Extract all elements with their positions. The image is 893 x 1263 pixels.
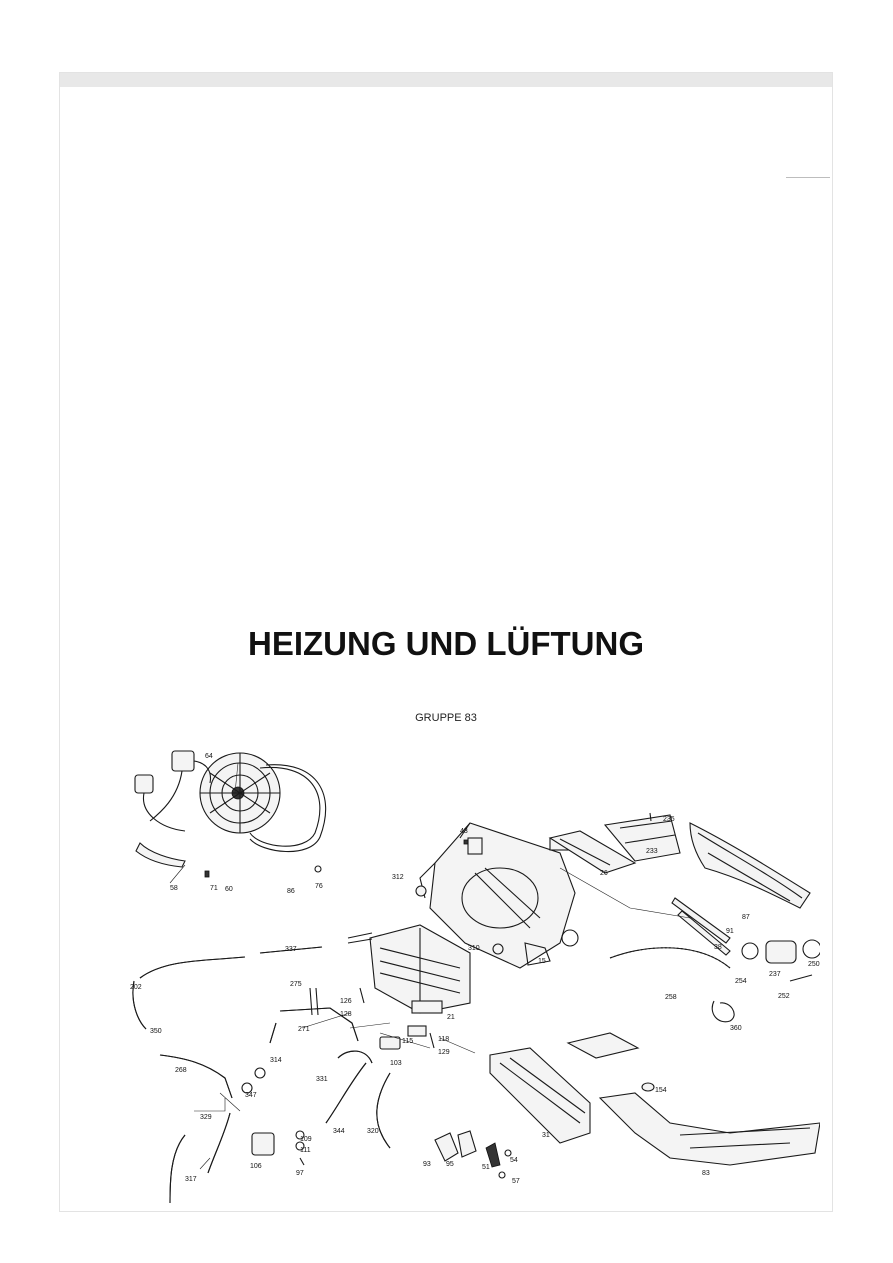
part-label: 64 bbox=[205, 753, 213, 760]
part-label: 275 bbox=[290, 981, 302, 988]
part-label: 235 bbox=[663, 816, 675, 823]
exploded-parts-diagram: 64 60 86 58 71 76 43 312 310 15 26 233 2… bbox=[90, 703, 820, 1213]
part-label: 97 bbox=[296, 1170, 304, 1177]
part-label: 312 bbox=[392, 874, 404, 881]
part-label: 128 bbox=[340, 1011, 352, 1018]
part-label: 129 bbox=[438, 1049, 450, 1056]
part-label: 43 bbox=[460, 828, 468, 835]
part-label: 350 bbox=[150, 1028, 162, 1035]
part-label: 58 bbox=[170, 885, 178, 892]
document-page: HEIZUNG UND LÜFTUNG GRUPPE 83 bbox=[59, 72, 833, 1212]
part-label: 233 bbox=[646, 848, 658, 855]
part-label: 38 bbox=[714, 944, 722, 951]
part-label: 57 bbox=[512, 1178, 520, 1185]
part-label: 202 bbox=[130, 984, 142, 991]
part-label: 344 bbox=[333, 1128, 345, 1135]
group-label: GRUPPE 83 bbox=[415, 712, 477, 724]
part-label: 258 bbox=[665, 994, 677, 1001]
part-label: 271 bbox=[298, 1026, 310, 1033]
part-label: 26 bbox=[600, 870, 608, 877]
part-label: 331 bbox=[316, 1076, 328, 1083]
heater-core-illustration bbox=[347, 924, 471, 1014]
part-label: 15 bbox=[538, 958, 546, 965]
part-label: 95 bbox=[446, 1161, 454, 1168]
part-label: 329 bbox=[200, 1114, 212, 1121]
part-label: 93 bbox=[423, 1161, 431, 1168]
part-label: 21 bbox=[447, 1014, 455, 1021]
part-label: 126 bbox=[340, 998, 352, 1005]
leader-lines bbox=[169, 762, 691, 1170]
part-label: 103 bbox=[390, 1060, 402, 1067]
air-duct-illustrations bbox=[548, 812, 811, 956]
part-label: 76 bbox=[315, 883, 323, 890]
part-label: 154 bbox=[655, 1087, 667, 1094]
part-label: 347 bbox=[245, 1092, 257, 1099]
part-label: 310 bbox=[468, 945, 480, 952]
page-title: HEIZUNG UND LÜFTUNG bbox=[248, 625, 644, 662]
part-label: 252 bbox=[778, 993, 790, 1000]
hose-and-actuator-illustration bbox=[609, 939, 820, 1023]
part-number-labels: 64 60 86 58 71 76 43 312 310 15 26 233 2… bbox=[130, 753, 820, 1185]
page-top-bar bbox=[60, 73, 832, 87]
part-label: 54 bbox=[510, 1157, 518, 1164]
part-label: 237 bbox=[769, 971, 781, 978]
part-label: 254 bbox=[735, 978, 747, 985]
part-label: 320 bbox=[367, 1128, 379, 1135]
blower-fan-illustration bbox=[134, 750, 327, 878]
coolant-pipes-illustration bbox=[132, 946, 435, 1204]
part-label: 86 bbox=[287, 888, 295, 895]
part-label: 111 bbox=[300, 1147, 311, 1154]
part-label: 60 bbox=[225, 886, 233, 893]
part-label: 115 bbox=[402, 1038, 413, 1045]
lower-housing-illustration bbox=[434, 1032, 820, 1179]
part-label: 317 bbox=[185, 1176, 197, 1183]
part-label: 109 bbox=[300, 1136, 312, 1143]
part-label: 250 bbox=[808, 961, 820, 968]
part-label: 91 bbox=[726, 928, 734, 935]
part-label: 314 bbox=[270, 1057, 282, 1064]
corner-mark bbox=[786, 177, 830, 178]
part-label: 87 bbox=[742, 914, 750, 921]
part-label: 106 bbox=[250, 1163, 262, 1170]
part-label: 268 bbox=[175, 1067, 187, 1074]
part-label: 83 bbox=[702, 1170, 710, 1177]
part-label: 337 bbox=[285, 946, 297, 953]
part-label: 118 bbox=[438, 1036, 449, 1043]
part-label: 71 bbox=[210, 885, 218, 892]
part-label: 51 bbox=[482, 1164, 490, 1171]
part-label: 31 bbox=[542, 1132, 550, 1139]
part-label: 360 bbox=[730, 1025, 742, 1032]
